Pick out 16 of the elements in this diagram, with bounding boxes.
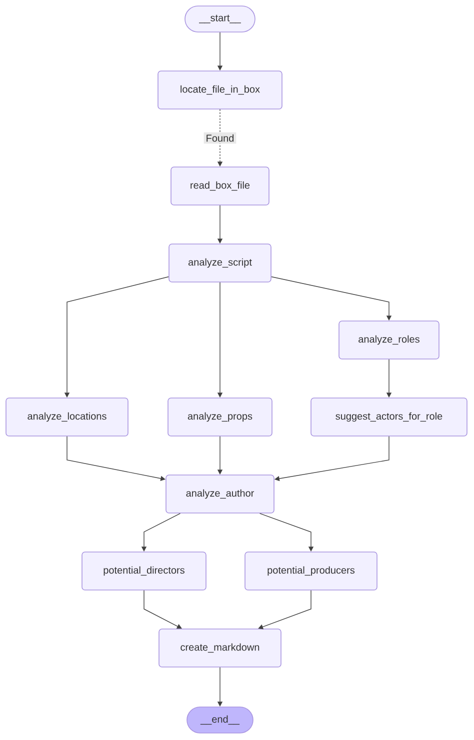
process-box: analyze_author	[166, 474, 274, 514]
arrow	[144, 590, 182, 629]
terminal-pill: __start__	[184, 6, 256, 32]
process-box: create_markdown	[158, 628, 282, 668]
process-box: locate_file_in_box	[158, 70, 282, 110]
process-box: analyze_script	[168, 244, 272, 282]
terminal-pill: __end__	[186, 706, 254, 734]
process-box: analyze_props	[168, 398, 272, 436]
process-box: analyze_roles	[338, 320, 440, 360]
process-box: read_box_file	[170, 166, 270, 206]
edge-label: Found	[204, 132, 236, 144]
process-box: potential_producers	[244, 552, 378, 590]
arrow	[258, 590, 312, 630]
process-box: analyze_locations	[6, 398, 128, 436]
process-box: suggest_actors_for_role	[310, 398, 468, 436]
process-box: potential_directors	[82, 552, 206, 590]
